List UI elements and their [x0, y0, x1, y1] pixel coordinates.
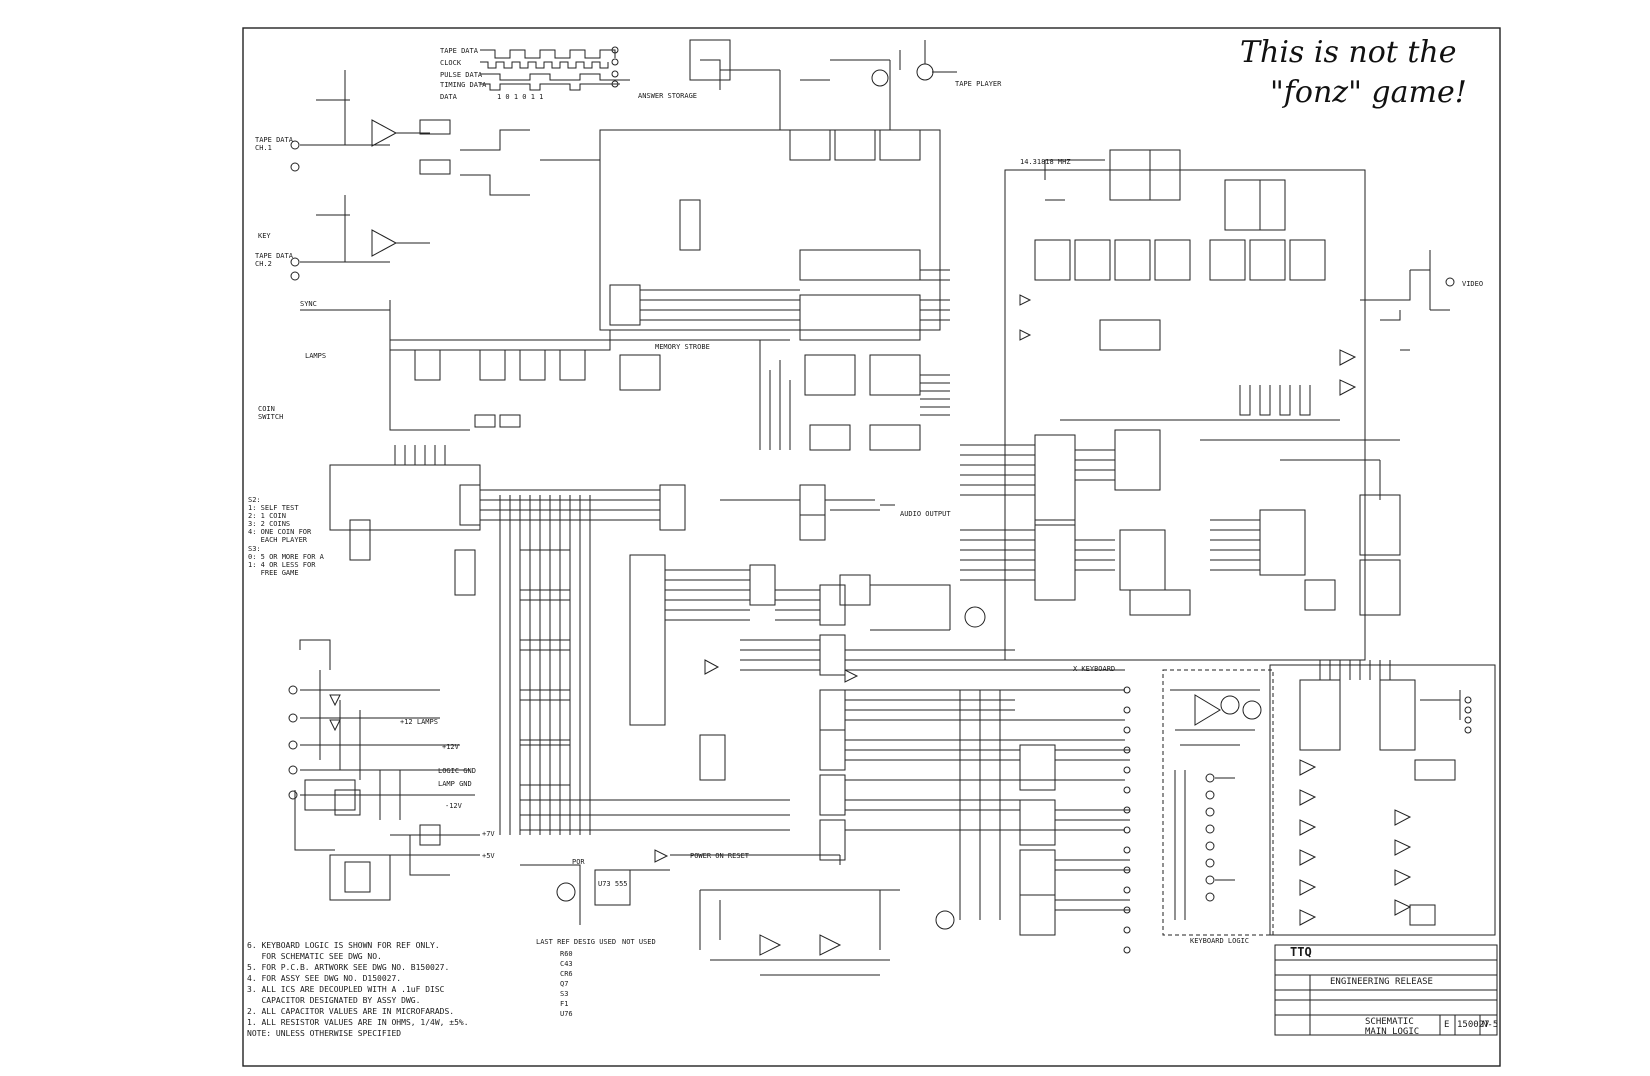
- label-por: POR: [572, 858, 585, 866]
- label-tape-data-ch1: TAPE DATA CH.1: [255, 136, 293, 152]
- label-answer-storage: ANSWER STORAGE: [638, 92, 698, 100]
- timing-label-timing-data: TIMING DATA: [440, 81, 487, 89]
- title-line2: MAIN LOGIC: [1365, 1027, 1420, 1037]
- keyboard-logic-section: [1162, 660, 1496, 936]
- note-3b: CAPACITOR DESIGNATED BY ASSY DWG.: [247, 996, 421, 1005]
- label-tape-player: TAPE PLAYER: [955, 80, 1002, 88]
- ref-s3: S3: [560, 990, 569, 998]
- label-minus12v: -12V: [445, 802, 462, 810]
- note-unless: NOTE: UNLESS OTHERWISE SPECIFIED: [247, 1029, 402, 1038]
- tape-input-section: [290, 70, 611, 351]
- s3-notes: S3: 0: 5 OR MORE FOR A 1: 4 OR LESS FOR …: [248, 545, 324, 577]
- label-power-on-reset: POWER ON RESET: [690, 852, 750, 860]
- label-tape-data-ch2: TAPE DATA CH.2: [255, 252, 293, 268]
- note-6b: FOR SCHEMATIC SEE DWG NO.: [247, 952, 382, 961]
- timing-label-clock: CLOCK: [440, 59, 462, 67]
- label-x-keyboard: X KEYBOARD: [1073, 665, 1116, 673]
- note-2: 2. ALL CAPACITOR VALUES ARE IN MICROFARA…: [247, 1007, 455, 1016]
- note-4: 4. FOR ASSY SEE DWG NO. D150027.: [247, 974, 402, 983]
- label-plus7v: +7V: [482, 830, 495, 838]
- main-bus-section: [329, 445, 1131, 954]
- note-5: 5. FOR P.C.B. ARTWORK SEE DWG NO. B15002…: [247, 963, 450, 972]
- timing-bits: 1 0 1 0 1 1: [497, 93, 544, 101]
- label-lamp-gnd: LAMP GND: [438, 780, 472, 788]
- label-12v: +12V: [442, 743, 459, 751]
- label-keyboard-logic: KEYBOARD LOGIC: [1190, 937, 1250, 945]
- note-3: 3. ALL ICS ARE DECOUPLED WITH A .1uF DIS…: [247, 985, 445, 994]
- handwritten-note-line1: This is not the: [1240, 35, 1457, 70]
- s2-notes: S2: 1: SELF TEST 2: 1 COIN 3: 2 COINS 4:…: [248, 496, 312, 544]
- label-u73: U73 555: [598, 880, 628, 888]
- ref-q7: Q7: [560, 980, 569, 988]
- ref-r60: R60: [560, 950, 573, 958]
- label-memory-strobe: MEMORY STROBE: [655, 343, 710, 351]
- label-sync: SYNC: [300, 300, 317, 308]
- title-block: [1274, 944, 1498, 1036]
- handwritten-note-line2: "fonz" game!: [1270, 75, 1467, 110]
- label-not-used: NOT USED: [622, 938, 656, 946]
- power-supply-section: [288, 639, 480, 901]
- label-12v-lamps: +12 LAMPS: [400, 718, 438, 726]
- title-size: E: [1444, 1020, 1450, 1030]
- label-plus5v: +5V: [482, 852, 495, 860]
- title-dwg-no: 150027: [1457, 1020, 1490, 1030]
- timing-label-data: DATA: [440, 93, 457, 101]
- label-crystal: 14.31818 MHZ: [1020, 158, 1071, 166]
- label-lamps: LAMPS: [305, 352, 327, 360]
- timing-label-tape-data: TAPE DATA: [440, 47, 478, 55]
- label-last-ref: LAST REF DESIG USED: [536, 938, 617, 946]
- note-6: 6. KEYBOARD LOGIC IS SHOWN FOR REF ONLY.: [247, 941, 440, 950]
- label-audio-output: AUDIO OUTPUT: [900, 510, 951, 518]
- ref-f1: F1: [560, 1000, 569, 1008]
- ref-cr6: CR6: [560, 970, 573, 978]
- title-rev: N-5: [1482, 1020, 1499, 1030]
- timing-label-pulse-data: PULSE DATA: [440, 71, 483, 79]
- label-video: VIDEO: [1462, 280, 1484, 288]
- label-logic-gnd: LOGIC GND: [438, 767, 476, 775]
- ref-c43: C43: [560, 960, 573, 968]
- title-line1: SCHEMATIC: [1365, 1017, 1414, 1027]
- left-center-logic: [389, 39, 957, 451]
- timing-diagram: [480, 46, 630, 91]
- label-key: KEY: [258, 232, 271, 240]
- reset-timer-section: [520, 849, 900, 976]
- title-release: ENGINEERING RELEASE: [1330, 977, 1433, 987]
- title-company: TTQ: [1290, 945, 1312, 959]
- note-1: 1. ALL RESISTOR VALUES ARE IN OHMS, 1/4W…: [247, 1018, 469, 1027]
- label-coin-switch: COIN SWITCH: [258, 405, 284, 421]
- ref-u76: U76: [560, 1010, 573, 1018]
- drawing-border: [242, 27, 1501, 1067]
- video-section: [960, 149, 1455, 661]
